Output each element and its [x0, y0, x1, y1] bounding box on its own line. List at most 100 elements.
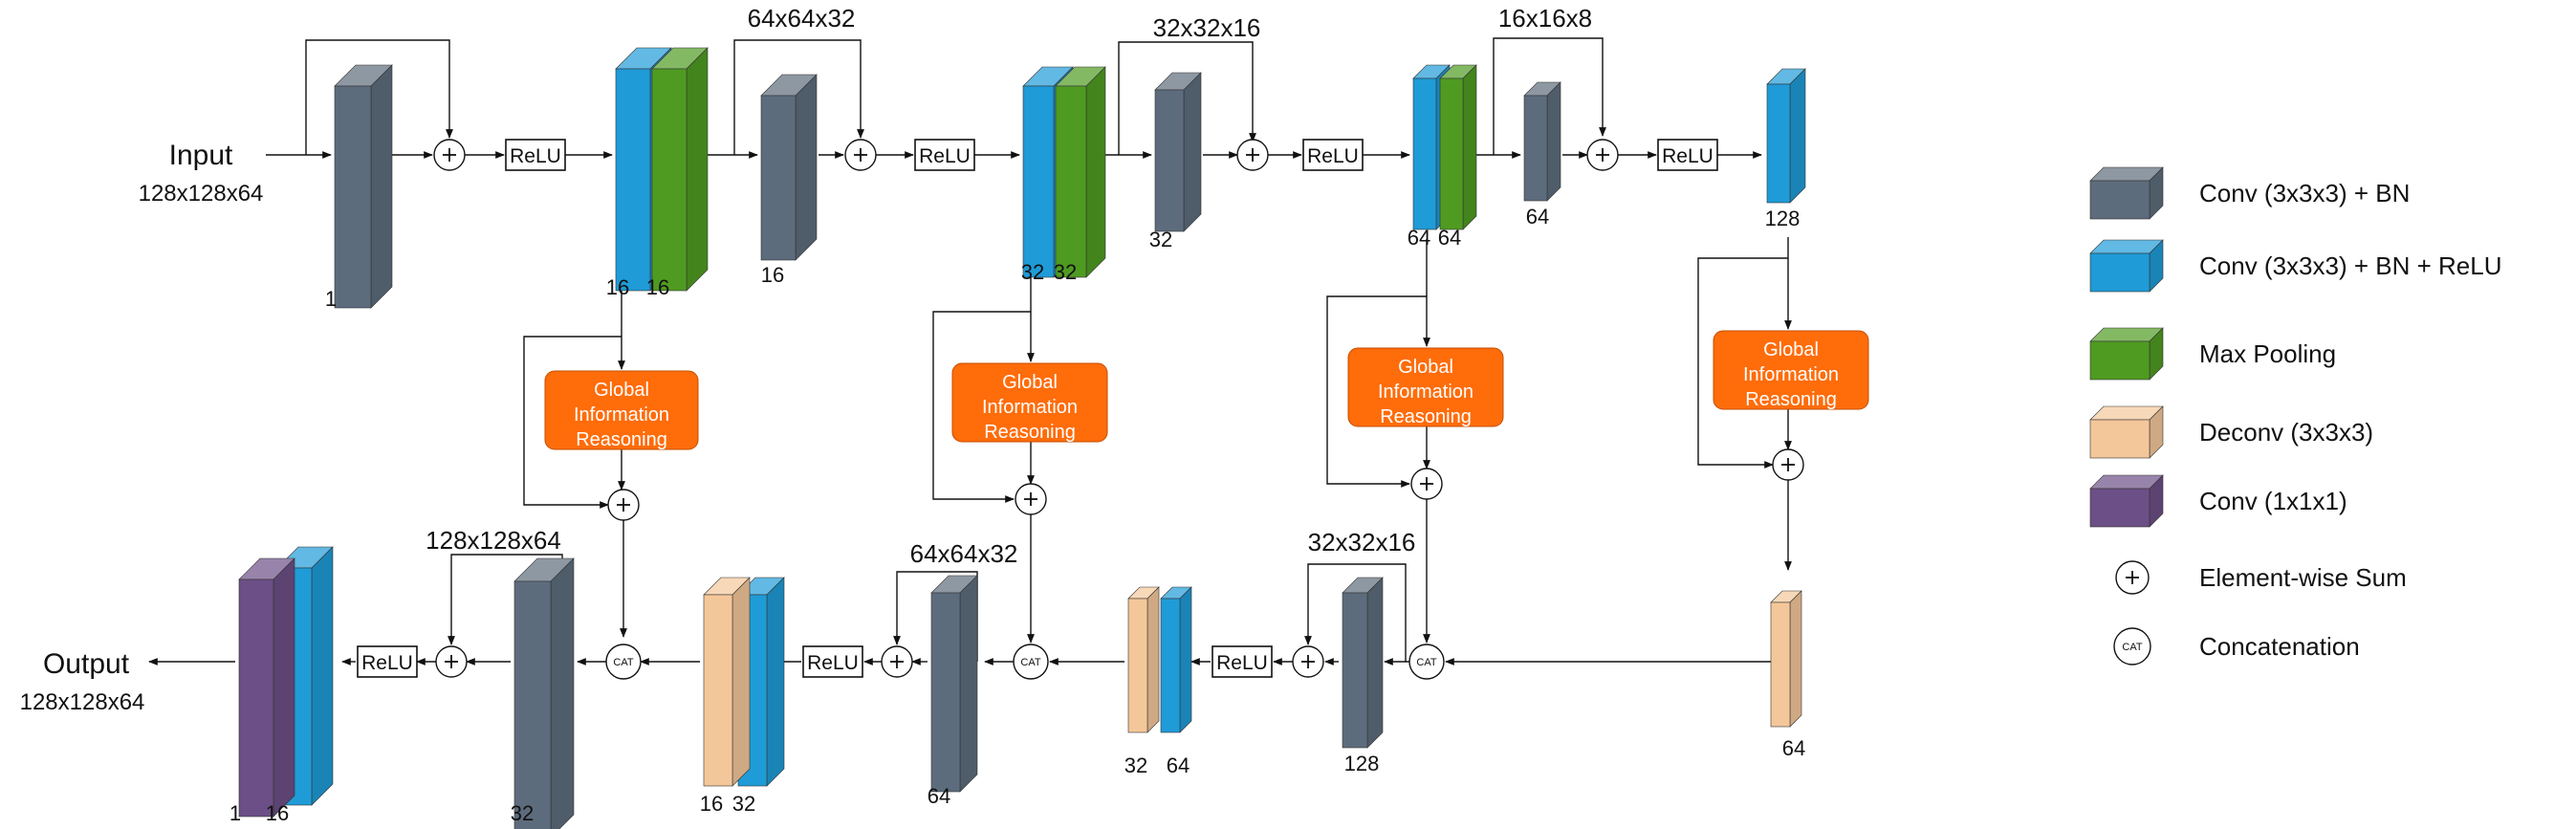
out-ch-1: 1: [229, 801, 241, 825]
enc3-sum: [1236, 139, 1269, 171]
legend-label: Deconv (3x3x3): [2199, 418, 2373, 447]
dec2-size: 64x64x32: [910, 539, 1018, 568]
enc2-size: 64x64x32: [748, 4, 856, 33]
gir-line: Information: [1743, 364, 1839, 385]
enc1-relu-ch: 16: [606, 275, 629, 299]
gir1-sum: [607, 489, 640, 521]
enc4-relu: ReLU: [1657, 139, 1718, 171]
green-cube-icon: [2089, 327, 2164, 381]
gir4-sum: [1772, 448, 1804, 481]
enc1-relu: ReLU: [505, 139, 566, 171]
enc3-skip: [1118, 41, 1256, 155]
connectors: [148, 37, 1792, 665]
enc3-pool: [1439, 64, 1477, 230]
enc3-size: 32x32x16: [1153, 13, 1261, 42]
gir2-sum: [1015, 483, 1047, 515]
gir-line: Reasoning: [1745, 389, 1837, 410]
dec3-size: 32x32x16: [1308, 528, 1416, 556]
dec3-conv-ch: 128: [1344, 752, 1380, 775]
enc1-pool: [651, 47, 709, 292]
gray-cube-icon: [2089, 166, 2164, 220]
relu-label: ReLU: [361, 652, 413, 674]
gir-line: Information: [574, 404, 669, 425]
dec3-convrelu: [1160, 586, 1192, 733]
relu-label: ReLU: [1307, 145, 1359, 167]
dec4-ch: 64: [1782, 736, 1805, 760]
relu-label: ReLU: [510, 145, 561, 167]
enc2-relu: ReLU: [914, 139, 975, 171]
gir-line: Reasoning: [576, 429, 667, 450]
enc4-sum: [1586, 139, 1619, 171]
dec2-relu: ReLU: [802, 645, 863, 678]
gir-line: Reasoning: [1380, 406, 1472, 427]
dec2-deconv-ch: 16: [700, 792, 723, 816]
enc2-skip: [733, 39, 864, 155]
dec2-conv-ch: 64: [928, 784, 950, 808]
enc4-ch: 64: [1526, 205, 1549, 229]
relu-label: ReLU: [919, 145, 971, 167]
enc1-conv: [334, 64, 393, 309]
gir3-skip: [1326, 295, 1427, 488]
dec2-conv: [930, 575, 978, 793]
legend-item-cat-circle: CAT Concatenation: [2113, 627, 2360, 665]
purple-cube-icon: [2089, 474, 2164, 528]
cat-circle-icon: CAT: [2113, 627, 2151, 665]
dec3-deconv-ch: 32: [1124, 753, 1147, 777]
gir-line: Global: [1763, 339, 1819, 360]
dec1-conv-ch: 32: [511, 801, 534, 825]
gir1-skip: [523, 336, 622, 509]
legend-label: Element-wise Sum: [2199, 563, 2407, 592]
enc4-conv: [1523, 81, 1561, 202]
relu-label: ReLU: [1662, 145, 1714, 167]
plus-circle-icon: [2115, 560, 2150, 595]
input-size: 128x128x64: [139, 181, 264, 207]
gir-line: Global: [1002, 372, 1058, 393]
legend-item-cube-purple: Conv (1x1x1): [2089, 474, 2347, 528]
blue-cube-icon: [2089, 239, 2164, 293]
bottleneck-ch: 128: [1765, 207, 1801, 230]
gir4-skip: [1697, 257, 1788, 469]
enc2-ch: 16: [761, 263, 784, 287]
enc1-skip: [305, 39, 453, 155]
legend-label: Max Pooling: [2199, 339, 2336, 368]
bottleneck: [1766, 68, 1806, 204]
legend-label: Conv (3x3x3) + BN: [2199, 179, 2410, 207]
gir-line: Information: [1378, 382, 1474, 403]
enc4-skip: [1493, 37, 1606, 155]
enc3-pool-ch: 64: [1438, 226, 1461, 250]
dec3-conv: [1342, 577, 1384, 749]
dec3-cat: CAT: [1408, 644, 1445, 680]
dec3-deconv: [1127, 586, 1160, 733]
blocks: [238, 47, 1806, 829]
legend-item-cube-green: Max Pooling: [2089, 327, 2336, 381]
gir-line: Information: [982, 397, 1078, 418]
out-ch-16: 16: [266, 801, 289, 825]
dec3-relu-ch: 64: [1167, 753, 1190, 777]
enc2-pool: [1055, 66, 1106, 278]
dec1-sum: [435, 645, 468, 678]
enc2-pool-ch: 32: [1054, 260, 1077, 284]
enc1-ch: 1: [325, 287, 337, 311]
enc1-sum: [433, 139, 466, 171]
dec2-cat: CAT: [1013, 644, 1049, 680]
relu-label: ReLU: [807, 652, 859, 674]
relu-label: ReLU: [1216, 652, 1268, 674]
gir-line: Global: [1398, 357, 1453, 378]
legend-item-cube-peach: Deconv (3x3x3): [2089, 405, 2373, 459]
dec2-relu-ch: 32: [732, 792, 755, 816]
dec3-skip: [1304, 563, 1407, 662]
legend-label: Concatenation: [2199, 632, 2360, 661]
dec1-cat: CAT: [605, 644, 642, 680]
output-label: Output: [43, 648, 130, 680]
enc3-ch: 32: [1149, 228, 1172, 251]
dec1-relu: ReLU: [357, 645, 418, 678]
dec1-conv: [513, 557, 575, 829]
cat-icon-label: CAT: [2122, 642, 2142, 653]
legend-item-plus-circle: Element-wise Sum: [2115, 560, 2407, 595]
